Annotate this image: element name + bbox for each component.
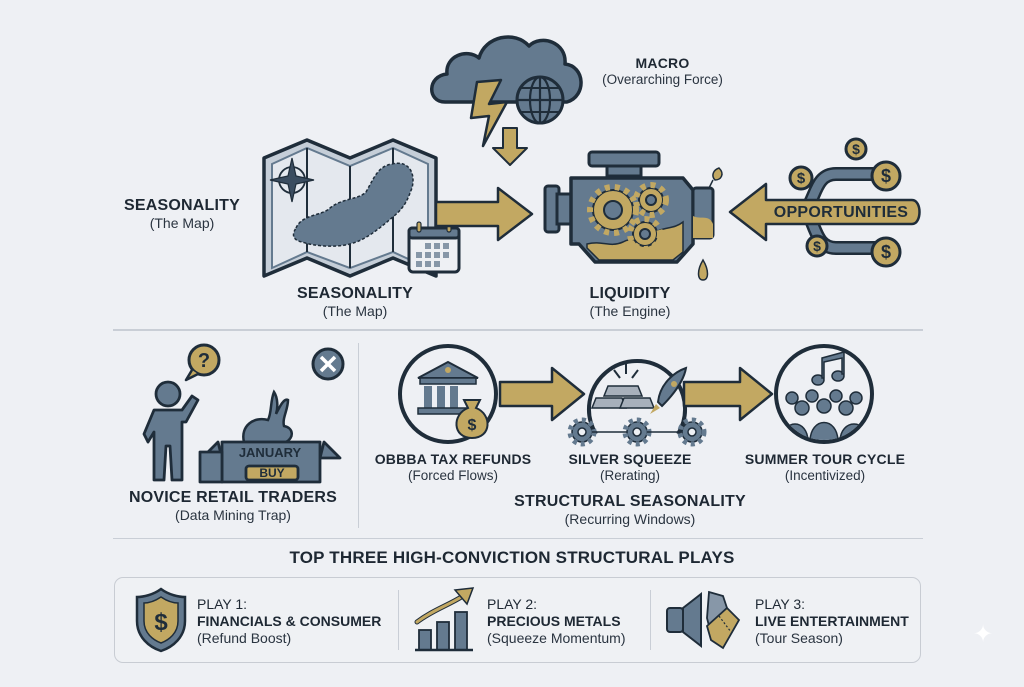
rising-bar-chart-icon	[414, 587, 475, 652]
novice-traders-title: NOVICE RETAIL TRADERS	[128, 489, 338, 506]
dollar-coins-branch-icon: $ $ $ $ $	[728, 137, 921, 268]
music-note-icon	[811, 351, 845, 386]
silver-bars-rocket-icon	[567, 359, 707, 447]
buy-badge: BUY	[259, 466, 285, 480]
svg-text:$: $	[154, 609, 168, 636]
liquidity-subtitle: (The Engine)	[589, 303, 671, 320]
svg-text:$: $	[797, 170, 806, 187]
flow-label-tax: OBBBA TAX REFUNDS (Forced Flows)	[368, 451, 538, 484]
novice-traders-subtitle: (Data Mining Trap)	[175, 507, 291, 524]
svg-text:$: $	[468, 417, 477, 434]
structural-subtitle: (Recurring Windows)	[564, 511, 696, 528]
person-icon	[142, 380, 200, 482]
play-2-note: (Squeeze Momentum)	[487, 630, 626, 646]
plays-heading: TOP THREE HIGH-CONVICTION STRUCTURAL PLA…	[289, 548, 735, 567]
svg-text:$: $	[881, 242, 891, 262]
play-card-3: PLAY 3: LIVE ENTERTAINMENT (Tour Season)	[651, 578, 919, 662]
right-arrow-icon	[434, 186, 534, 242]
flow-tax-subtitle: (Forced Flows)	[407, 467, 498, 483]
play-3-name: LIVE ENTERTAINMENT	[755, 613, 909, 629]
svg-text:$: $	[852, 141, 860, 157]
seasonality-map-subtitle: (The Map)	[322, 303, 388, 320]
play-separator	[398, 590, 399, 650]
play-card-2: PLAY 2: PRECIOUS METALS (Squeeze Momentu…	[399, 578, 649, 662]
flow-label-tour: SUMMER TOUR CYCLE (Incentivized)	[740, 451, 910, 484]
dollar-shield-icon: $	[135, 587, 187, 653]
confused-trader-january-box-icon: ?	[142, 343, 345, 484]
play-1-note: (Refund Boost)	[197, 630, 292, 646]
engine-gears-icon	[543, 150, 723, 281]
flow-arrow-1-icon	[498, 366, 586, 422]
macro-label: MACRO (Overarching Force)	[600, 55, 725, 88]
folded-map-calendar-icon	[262, 138, 461, 278]
rabbit-icon	[242, 389, 293, 444]
january-box-text: JANUARY	[238, 445, 302, 460]
play-card-1: $ PLAY 1: FINANCIALS & CONSUMER (Refund …	[115, 578, 398, 662]
svg-text:?: ?	[198, 350, 210, 372]
january-box-icon	[198, 440, 342, 484]
speaker-tickets-icon	[666, 590, 741, 650]
svg-text:$: $	[881, 166, 891, 186]
play-2-label: PLAY 2:	[487, 596, 538, 612]
liquidity-label: LIQUIDITY (The Engine)	[570, 284, 690, 320]
flow-tour-subtitle: (Incentivized)	[784, 467, 866, 483]
play-2-name: PRECIOUS METALS	[487, 613, 621, 629]
section-divider-middle	[358, 343, 359, 528]
music-crowd-icon	[774, 344, 874, 444]
flow-label-silver: SILVER SQUEEZE (Rerating)	[555, 451, 705, 484]
seasonality-map-label: SEASONALITY (The Map)	[285, 284, 425, 320]
play-3-note: (Tour Season)	[755, 630, 843, 646]
flow-silver-subtitle: (Rerating)	[599, 467, 661, 483]
flow-arrow-2-icon	[682, 366, 774, 422]
macro-title: MACRO	[635, 55, 690, 71]
structural-title: STRUCTURAL SEASONALITY	[514, 493, 746, 510]
play-1-label: PLAY 1:	[197, 596, 248, 612]
liquidity-title: LIQUIDITY	[589, 285, 671, 302]
seasonality-left-title: SEASONALITY	[124, 197, 240, 214]
opportunities-label: OPPORTUNITIES	[773, 204, 909, 221]
section-divider-top	[113, 329, 923, 331]
plays-panel: $ PLAY 1: FINANCIALS & CONSUMER (Refund …	[114, 577, 921, 663]
play-separator	[650, 590, 651, 650]
structural-seasonality-label: STRUCTURAL SEASONALITY (Recurring Window…	[500, 492, 760, 528]
flow-silver-title: SILVER SQUEEZE	[568, 451, 692, 467]
seasonality-left-subtitle: (The Map)	[149, 215, 215, 232]
calendar-icon	[407, 221, 461, 274]
seasonality-left-label: SEASONALITY (The Map)	[112, 196, 252, 232]
storm-cloud-globe-icon	[430, 35, 583, 166]
x-mark-icon	[311, 347, 345, 381]
sparkle-watermark-icon: ✦	[972, 621, 994, 648]
rocket-icon	[650, 366, 688, 414]
bank-money-bag-icon: $	[398, 344, 498, 444]
play-3-label: PLAY 3:	[755, 596, 806, 612]
novice-traders-label: NOVICE RETAIL TRADERS (Data Mining Trap)	[118, 488, 348, 524]
play-1-name: FINANCIALS & CONSUMER	[197, 613, 382, 629]
section-divider-bottom	[113, 538, 923, 539]
seasonality-map-title: SEASONALITY	[297, 285, 413, 302]
macro-subtitle: (Overarching Force)	[602, 71, 723, 87]
question-bubble-icon: ?	[184, 343, 221, 382]
flow-tour-title: SUMMER TOUR CYCLE	[744, 451, 906, 467]
svg-text:$: $	[813, 238, 821, 254]
flow-tax-title: OBBBA TAX REFUNDS	[374, 451, 532, 467]
